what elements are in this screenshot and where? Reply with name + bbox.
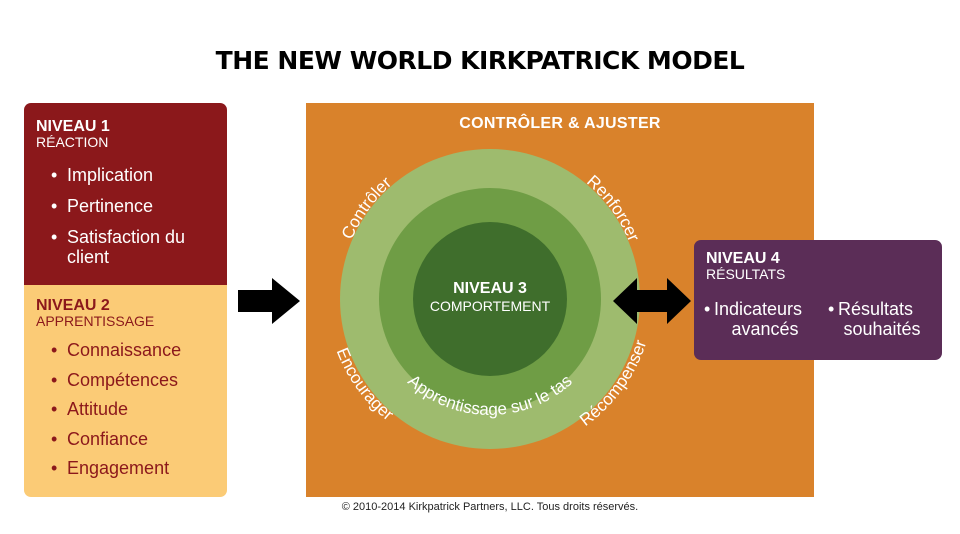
level3-heading: NIVEAU 3 <box>453 280 527 297</box>
level2-panel: NIVEAU 2 APPRENTISSAGE Connaissance Comp… <box>24 285 227 497</box>
level4-item-leading-indicators: •Indicateurs avancés <box>704 299 803 339</box>
bullet-icon: • <box>704 299 711 319</box>
level1-heading: NIVEAU 1 <box>36 118 110 135</box>
list-item: Implication <box>51 165 197 185</box>
double-arrow-icon <box>613 278 691 324</box>
level4-subheading: RÉSULTATS <box>706 266 786 282</box>
monitor-adjust-title: CONTRÔLER & AJUSTER <box>459 115 661 132</box>
list-item: Attitude <box>51 399 181 419</box>
list-item: Connaissance <box>51 340 181 360</box>
right-arrow-icon <box>238 278 300 324</box>
level3-subheading: COMPORTEMENT <box>430 298 551 314</box>
level4-item-desired-results: •Résultats souhaités <box>828 299 921 339</box>
level4-panel: NIVEAU 4 RÉSULTATS •Indicateurs avancés … <box>694 240 942 360</box>
level1-list: Implication Pertinence Satisfaction du c… <box>51 165 197 278</box>
center-circle <box>413 222 567 376</box>
level4-heading: NIVEAU 4 <box>706 250 780 267</box>
list-item: Satisfaction du client <box>51 227 197 267</box>
copyright-footer: © 2010-2014 Kirkpatrick Partners, LLC. T… <box>341 501 639 513</box>
level2-list: Connaissance Compétences Attitude Confia… <box>51 340 181 488</box>
level2-heading: NIVEAU 2 <box>36 297 110 314</box>
list-item: Compétences <box>51 370 181 390</box>
bullet-icon: • <box>828 299 835 319</box>
level1-panel: NIVEAU 1 RÉACTION Implication Pertinence… <box>24 103 227 285</box>
level1-subheading: RÉACTION <box>36 134 109 150</box>
page-title: THE NEW WORLD KIRKPATRICK MODEL <box>215 46 745 75</box>
monitor-adjust-panel: CONTRÔLER & AJUSTER Contrôler Renforcer … <box>306 103 814 497</box>
list-item: Confiance <box>51 429 181 449</box>
list-item: Engagement <box>51 458 181 478</box>
level2-subheading: APPRENTISSAGE <box>36 313 155 329</box>
list-item: Pertinence <box>51 196 197 216</box>
behavior-circles: Contrôler Renforcer Encourager Récompens… <box>333 149 650 449</box>
